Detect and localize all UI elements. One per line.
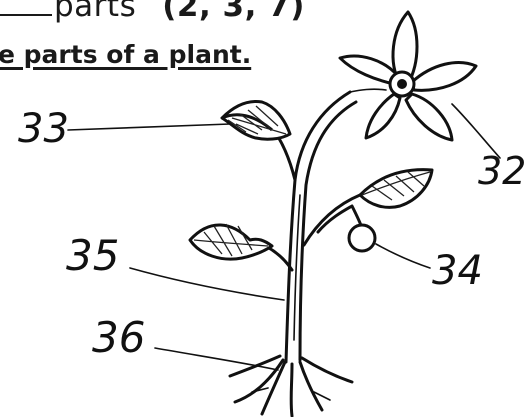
leader-36 [155,348,278,370]
leaf-left [190,224,272,259]
label-34: 34 [432,248,483,294]
leader-34 [376,244,430,268]
leader-33 [68,124,230,130]
label-36: 36 [92,313,145,362]
label-33: 33 [18,106,69,152]
label-35: 35 [66,231,119,280]
leaf-right [360,170,432,208]
plant-fruit [349,225,375,251]
leader-35 [130,268,284,300]
plant-flower [340,12,476,140]
label-32: 32 [478,149,525,193]
leaf-upper [222,102,290,140]
